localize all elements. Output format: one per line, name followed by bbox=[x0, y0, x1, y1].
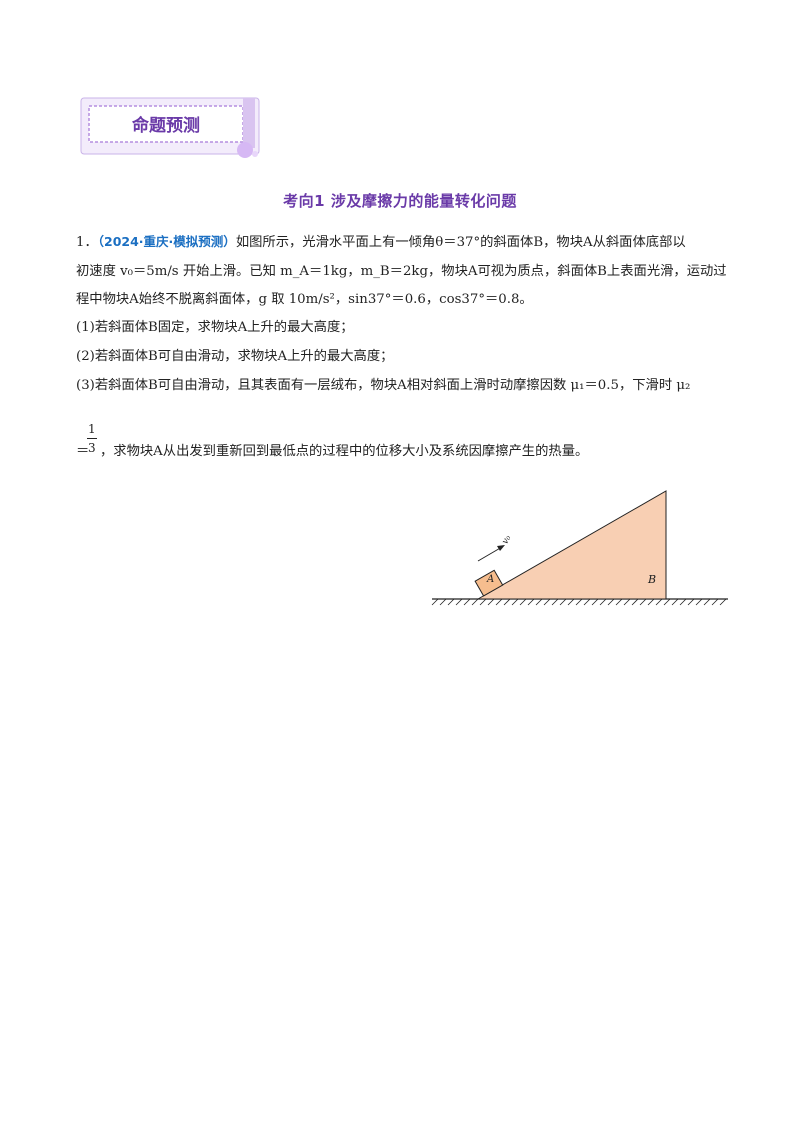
part-2: (2)若斜面体B可自由滑动，求物块A上升的最大高度； bbox=[76, 349, 394, 364]
incline-b bbox=[476, 490, 667, 600]
part-3: (3)若斜面体B可自由滑动，且其表面有一层绒布，物块A相对斜面上滑时动摩擦因数 … bbox=[76, 378, 691, 393]
part-3-continuation: ，求物块A从出发到重新回到最低点的过程中的位移大小及系统因摩擦产生的热量。 bbox=[100, 444, 589, 459]
question-line-2: 初速度 v₀＝5m/s 开始上滑。已知 m_A＝1kg，m_B＝2kg，物块A可… bbox=[76, 264, 727, 279]
part-1: (1)若斜面体B固定，求物块A上升的最大高度； bbox=[76, 320, 354, 335]
question-text-1: 如图所示，光滑水平面上有一倾角θ＝37°的斜面体B，物块A从斜面体底部以 bbox=[235, 235, 686, 250]
velocity-arrowhead bbox=[497, 545, 505, 551]
question-source: （2024·重庆·模拟预测） bbox=[97, 234, 236, 249]
question-number: 1． bbox=[76, 235, 98, 250]
incline-figure: B A v₀ bbox=[431, 490, 728, 606]
incline-label: B bbox=[647, 573, 656, 586]
block-label: A bbox=[486, 574, 494, 585]
badge-label: 命题预测 bbox=[131, 115, 200, 136]
block-a bbox=[474, 569, 504, 597]
ground-hatching bbox=[431, 598, 727, 606]
section-badge: 命题预测 bbox=[80, 97, 260, 158]
question-line-1: 1．（2024·重庆·模拟预测）如图所示，光滑水平面上有一倾角θ＝37°的斜面体… bbox=[76, 232, 686, 253]
section-title: 考向1 涉及摩擦力的能量转化问题 bbox=[283, 192, 517, 210]
velocity-label: v₀ bbox=[500, 533, 513, 546]
fraction-denominator: 3 bbox=[88, 441, 96, 455]
question-line-3: 程中物块A始终不脱离斜面体，g 取 10m/s²，sin37°＝0.6，cos3… bbox=[76, 292, 533, 307]
velocity-arrow bbox=[477, 546, 503, 562]
fraction-numerator: 1 bbox=[88, 422, 96, 436]
